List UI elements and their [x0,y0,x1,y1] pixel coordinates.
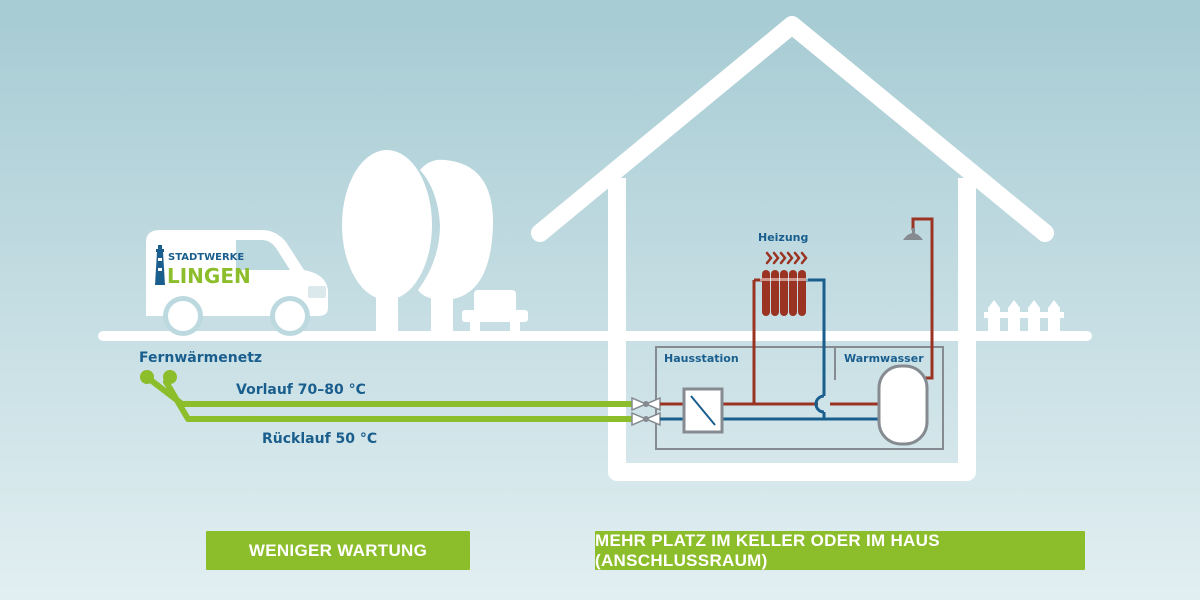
label-hot-water: Warmwasser [844,352,924,365]
valve-icon [631,411,661,427]
lighthouse-icon [155,245,165,285]
flow-pipe-end [140,370,154,384]
heating-flow-circuit [722,217,934,406]
less-maintenance-button[interactable]: WENIGER WARTUNG [206,531,470,570]
shower-icon [903,228,923,240]
more-space-button[interactable]: MEHR PLATZ IM KELLER ODER IM HAUS (ANSCH… [595,531,1085,570]
van-icon [146,230,328,336]
label-network: Fernwärmenetz [139,350,262,366]
logo-line1: STADTWERKE [168,252,244,263]
ground-line [98,331,1092,341]
label-substation: Hausstation [664,352,739,365]
hot-water-tank-icon [877,364,929,446]
house-icon [531,16,1054,481]
utility-room-box [655,346,944,450]
bench-icon [462,290,528,334]
return-pipe-end [163,370,177,384]
radiator-icon [760,251,808,316]
tree-icon [342,150,432,334]
stadtwerke-lingen-logo: STADTWERKE LINGEN [155,245,251,288]
heating-return-circuit [722,278,880,421]
heat-exchanger-icon [682,387,724,434]
label-flow: Vorlauf 70–80 °C [236,382,366,398]
label-heating: Heizung [758,231,808,244]
logo-line2: LINGEN [167,264,251,288]
label-return: Rücklauf 50 °C [262,431,377,447]
tree-icon [418,159,494,334]
heat-waves-icon [765,251,808,265]
fence-icon [984,300,1064,334]
